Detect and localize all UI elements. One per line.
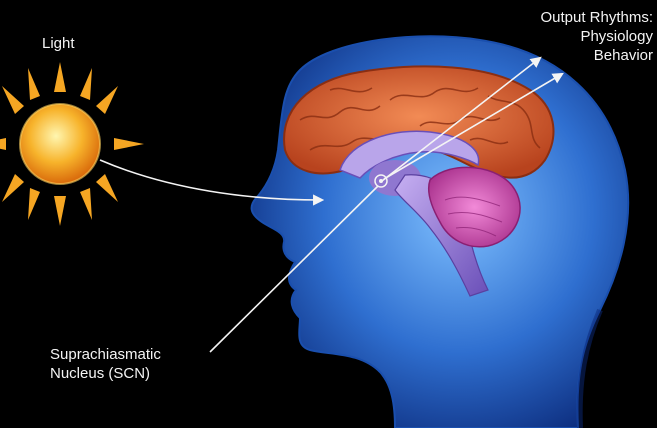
scn-line-1: Suprachiasmatic bbox=[50, 345, 161, 364]
output-rhythms-label: Output Rhythms: Physiology Behavior bbox=[540, 8, 653, 65]
output-physiology: Physiology bbox=[540, 27, 653, 46]
scn-line-2: Nucleus (SCN) bbox=[50, 364, 161, 383]
sun-icon bbox=[0, 62, 144, 226]
scn-label: Suprachiasmatic Nucleus (SCN) bbox=[50, 345, 161, 383]
output-behavior: Behavior bbox=[540, 46, 653, 65]
light-label: Light bbox=[42, 34, 75, 53]
output-title: Output Rhythms: bbox=[540, 8, 653, 27]
